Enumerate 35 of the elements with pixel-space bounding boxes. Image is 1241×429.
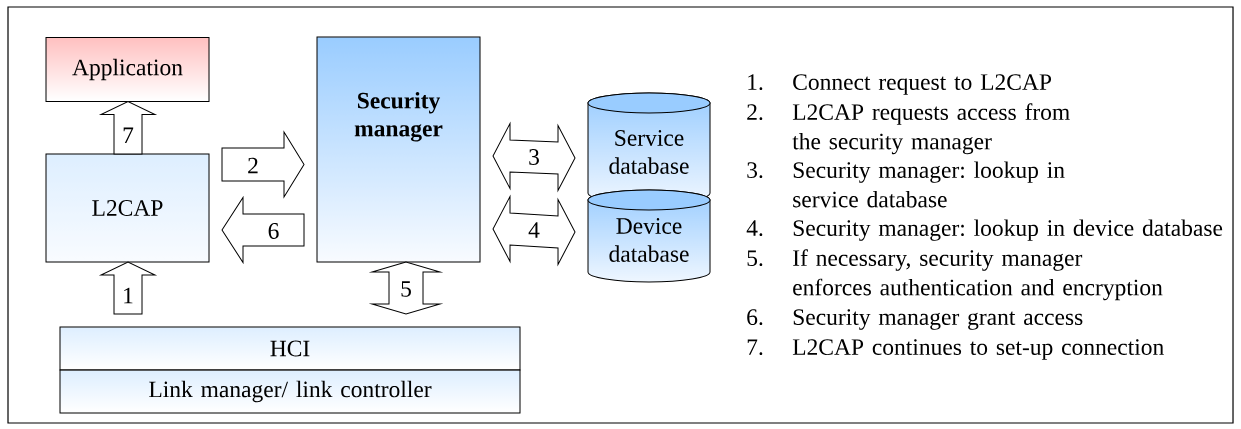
list-number: 4.: [746, 220, 763, 237]
list-item: Security manager: lookup in device database: [793, 219, 1223, 241]
block-arrow: [492, 123, 576, 191]
list-item: If necessary, security manager enforces authentication and encryption: [793, 249, 1163, 301]
process-box: L2CAP: [45, 153, 210, 263]
block-arrow: [371, 261, 441, 315]
list-item: Security manager grant access: [793, 309, 1083, 330]
layer-box: HCI: [59, 326, 521, 371]
list-number: 1.: [748, 74, 763, 91]
edge-label: 1: [124, 287, 133, 304]
block-arrow: [221, 197, 305, 263]
process-box: Security manager: [316, 36, 481, 263]
list-number: 7.: [747, 339, 763, 356]
edge-label: 3: [529, 149, 539, 165]
process-box: Application: [45, 37, 210, 102]
edge-label: 6: [268, 223, 279, 239]
list-number: 6.: [747, 309, 763, 326]
edge-label: 5: [401, 281, 411, 297]
edge-label: 2: [248, 157, 258, 174]
database-cylinder: Device database: [587, 189, 711, 283]
block-arrow: [100, 101, 156, 155]
list-item: L2CAP continues to set-up connection: [792, 339, 1164, 360]
layer-box: Link manager/ link controller: [59, 369, 521, 414]
list-item: Connect request to L2CAP: [793, 74, 1052, 95]
list-number: 5.: [747, 250, 763, 267]
edge-label: 7: [123, 127, 134, 143]
block-arrow: [100, 261, 156, 315]
list-item: L2CAP requests access from the security manager: [792, 103, 1070, 155]
block-arrow: [492, 196, 576, 265]
edge-label: 4: [528, 222, 540, 238]
block-arrow: [221, 131, 305, 198]
list-number: 3.: [747, 162, 763, 179]
database-cylinder: Service database: [587, 92, 711, 204]
list-number: 2.: [747, 104, 763, 121]
list-item: Security manager: lookup in service database: [793, 161, 1065, 208]
